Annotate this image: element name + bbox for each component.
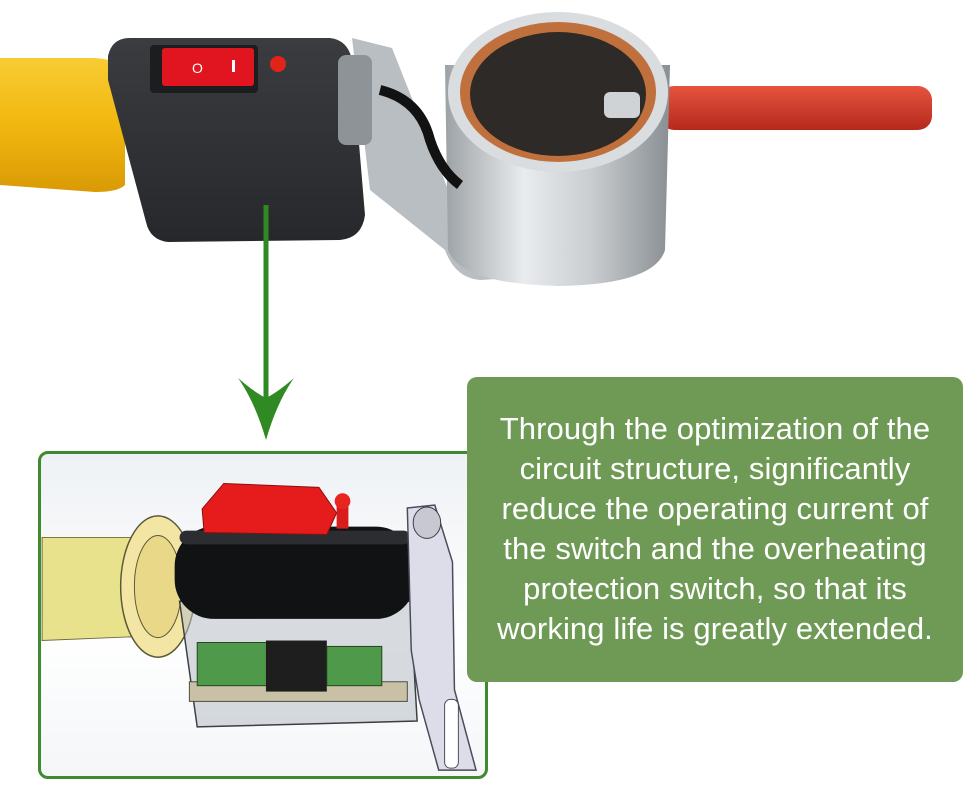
product-photo: O xyxy=(0,12,932,286)
rocker-switch-icon xyxy=(162,48,254,86)
render-bracket xyxy=(406,504,477,771)
description-text: Through the optimization of the circuit … xyxy=(497,411,933,646)
yellow-handle xyxy=(0,58,125,192)
description-card: Through the optimization of the circuit … xyxy=(467,377,963,682)
render-housing xyxy=(174,526,416,619)
svg-text:O: O xyxy=(192,60,203,76)
circuit-render xyxy=(41,482,477,771)
red-rod xyxy=(660,86,932,130)
render-indicator-led-icon xyxy=(334,493,351,509)
indicator-led-icon xyxy=(270,56,286,72)
render-rocker-switch-icon xyxy=(201,482,338,535)
circuit-render-frame xyxy=(38,451,488,779)
